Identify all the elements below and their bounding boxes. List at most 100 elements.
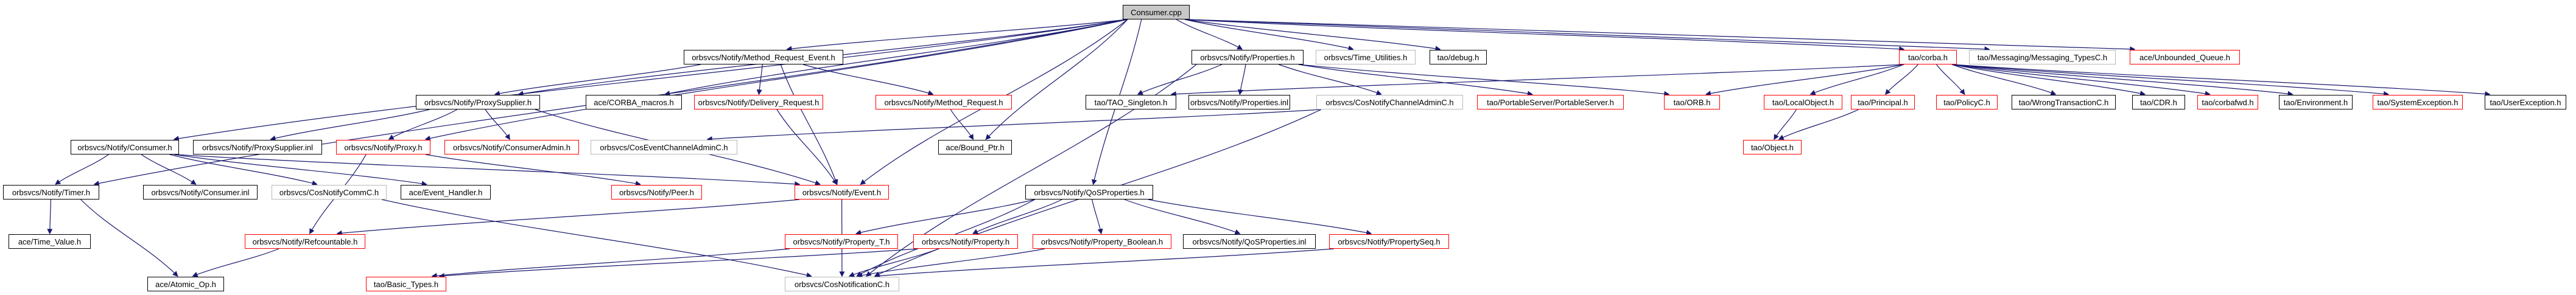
graph-edge [874,248,1335,279]
graph-edge [174,154,801,187]
graph-node[interactable]: orbsvcs/CosNotifyChannelAdminC.h [1316,95,1463,109]
graph-node[interactable]: orbsvcs/Notify/QoSProperties.inl [1183,234,1316,249]
graph-edge [756,64,763,95]
graph-node[interactable]: ace/CORBA_macros.h [586,95,682,109]
graph-node[interactable]: orbsvcs/Notify/Method_Request.h [876,95,1012,109]
graph-node[interactable]: orbsvcs/Notify/Consumer.inl [143,185,258,200]
graph-node[interactable]: orbsvcs/Notify/Peer.h [611,185,702,200]
graph-node[interactable]: tao/SystemException.h [2373,95,2463,109]
graph-node[interactable]: tao/UserException.h [2485,95,2566,109]
graph-node[interactable]: orbsvcs/CosNotificationC.h [785,277,899,291]
graph-node[interactable]: ace/Atomic_Op.h [147,277,224,291]
graph-edge [1298,64,1670,97]
graph-edge [950,109,974,141]
graph-node[interactable]: tao/Environment.h [2279,95,2353,109]
graph-edge [494,64,701,97]
graph-edge [1778,109,1859,140]
graph-edge [1951,64,2211,97]
graph-edge [780,64,838,186]
graph-edge [855,199,1035,235]
graph-node[interactable]: orbsvcs/Notify/Property_T.h [785,234,898,249]
graph-edge [857,248,1045,279]
graph-node[interactable]: ace/Bound_Ptr.h [938,140,1012,154]
graph-edge [1936,64,1965,95]
graph-edge [1184,19,1990,52]
graph-node[interactable]: tao/debug.h [1430,50,1487,64]
graph-edge [169,154,318,186]
graph-edge [55,154,109,185]
graph-node[interactable]: ace/Event_Handler.h [401,185,491,200]
graph-edge [1238,64,1246,95]
graph-edge [972,199,1062,234]
graph-node[interactable]: tao/LocalObject.h [1764,95,1842,109]
graph-node[interactable]: orbsvcs/Notify/Property_Boolean.h [1033,234,1171,249]
graph-edge [1184,19,2136,52]
graph-edge [1951,64,2146,96]
graph-edge [270,109,430,141]
graph-node[interactable]: orbsvcs/Notify/Properties.inl [1188,95,1290,109]
graph-node[interactable]: tao/corbafwd.h [2197,95,2258,109]
graph-node[interactable]: orbsvcs/Notify/ProxySupplier.inl [193,140,322,154]
graph-root-node[interactable]: Consumer.cpp [1123,5,1190,19]
graph-edge [1279,64,1382,95]
graph-edge [424,19,1128,141]
graph-node[interactable]: orbsvcs/Notify/Refcountable.h [245,234,365,249]
graph-edge [1885,64,1918,95]
graph-node[interactable]: tao/Messaging/Messaging_TypesC.h [1969,50,2116,64]
graph-edge [848,248,939,277]
graph-node[interactable]: tao/corba.h [1899,50,1957,64]
graph-node[interactable]: orbsvcs/Notify/Delivery_Request.h [694,95,823,109]
graph-node[interactable]: orbsvcs/Notify/ConsumerAdmin.h [444,140,579,154]
graph-node[interactable]: tao/PolicyC.h [1936,95,1998,109]
graph-edge [664,19,1128,96]
graph-edge [174,154,427,187]
graph-node[interactable]: orbsvcs/Notify/Timer.h [3,185,99,200]
graph-node[interactable]: tao/Object.h [1743,140,1802,154]
graph-edge [1148,199,1372,235]
graph-node[interactable]: orbsvcs/Notify/Method_Request_Event.h [684,50,843,64]
graph-node[interactable]: orbsvcs/Notify/ProxySupplier.h [416,95,540,109]
graph-edge [173,19,1128,142]
graph-edge [381,199,812,278]
graph-node[interactable]: orbsvcs/Notify/PropertySeq.h [1329,234,1449,249]
graph-node[interactable]: tao/PortableServer/PortableServer.h [1477,95,1624,109]
graph-edge [1124,199,1241,235]
graph-node[interactable]: tao/Principal.h [1851,95,1915,109]
graph-edge [485,109,510,141]
graph-node[interactable]: orbsvcs/CosEventChannelAdminC.h [591,140,737,154]
graph-node[interactable]: ace/Unbounded_Queue.h [2130,50,2240,64]
graph-edge [336,199,800,236]
graph-node[interactable]: tao/TAO_Singleton.h [1086,95,1176,109]
graph-node[interactable]: orbsvcs/Notify/Proxy.h [336,140,430,154]
graph-edge [141,154,197,185]
graph-node[interactable]: tao/WrongTransactionC.h [2012,95,2116,109]
graph-node[interactable]: orbsvcs/Notify/Properties.h [1191,50,1304,64]
graph-edge [1774,109,1797,141]
graph-edge [1184,19,1354,51]
graph-node[interactable]: orbsvcs/Time_Utilities.h [1316,50,1416,64]
graph-node[interactable]: orbsvcs/Notify/Consumer.h [71,140,179,154]
graph-node[interactable]: ace/Time_Value.h [9,234,91,249]
graph-node[interactable]: orbsvcs/Notify/Event.h [795,185,889,200]
graph-node[interactable]: orbsvcs/Notify/QoSProperties.h [1025,185,1153,200]
graph-edge [1170,64,1904,97]
graph-edge [802,64,934,96]
graph-node[interactable]: tao/ORB.h [1664,95,1720,109]
graph-edge [1184,19,1905,52]
graph-node[interactable]: orbsvcs/Notify/Property.h [913,234,1018,249]
graph-edge [776,109,838,186]
graph-edge [985,19,1128,140]
graph-edge [192,248,279,277]
graph-edge [1184,19,1441,52]
graph-edge [80,199,178,277]
graph-node[interactable]: tao/Basic_Types.h [366,277,446,291]
graph-edge [1809,64,1904,95]
graph-node[interactable]: tao/CDR.h [2132,95,2185,109]
graph-edge [1298,64,1533,97]
graph-edge [786,19,1128,52]
graph-node[interactable]: orbsvcs/CosNotifyCommC.h [272,185,387,200]
graph-edge [425,154,641,187]
graph-edge [1951,64,2390,97]
graph-edge [1137,64,1223,95]
